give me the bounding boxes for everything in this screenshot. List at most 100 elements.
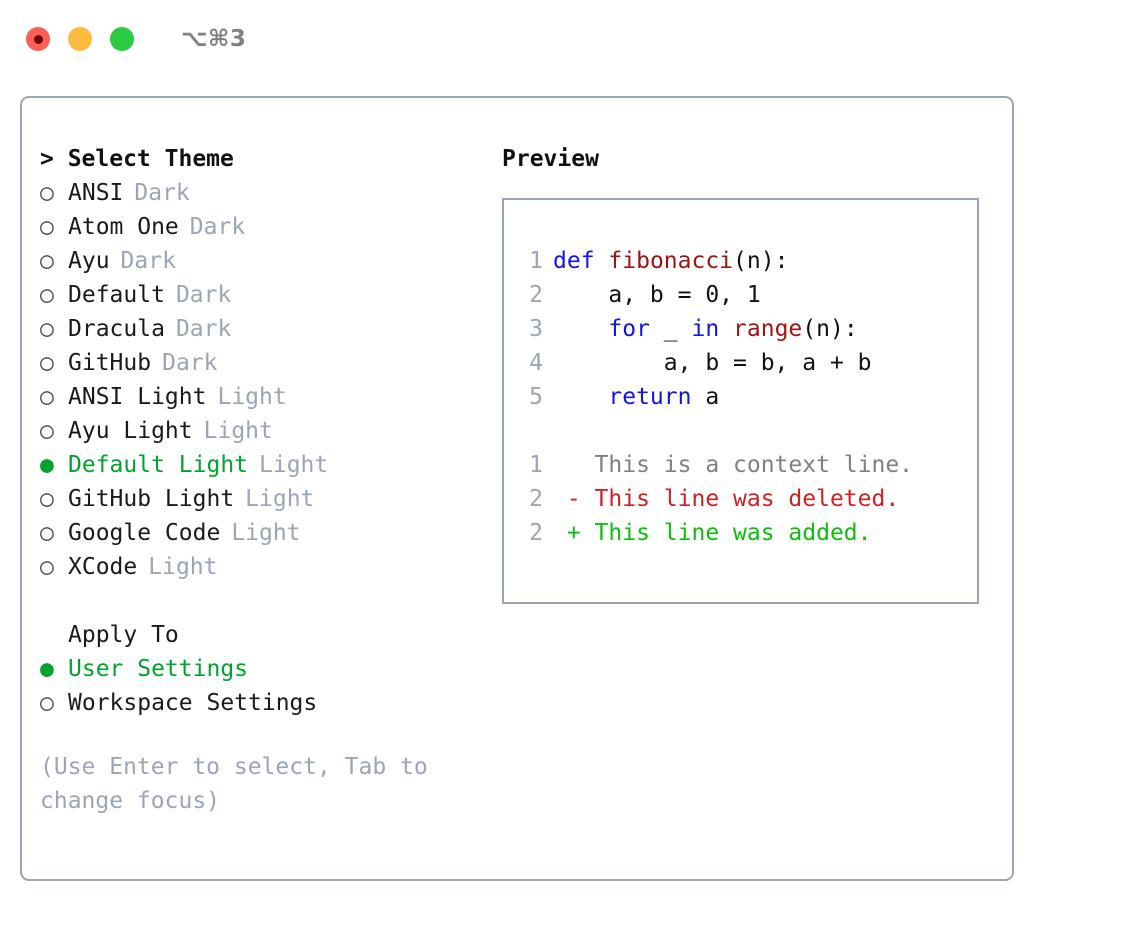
theme-option-kind: Light (148, 554, 218, 580)
theme-option-label: XCode (68, 554, 138, 580)
code-line: 2 a, b = 0, 1 (504, 278, 977, 312)
code-token: a (691, 384, 720, 410)
keyboard-hint: (Use Enter to select, Tab to change focu… (40, 754, 442, 814)
minimize-button[interactable] (68, 27, 92, 51)
line-number: 3 (529, 316, 543, 342)
radio-unselected-icon: ○ (40, 384, 54, 410)
radio-unselected-icon: ○ (40, 520, 54, 546)
apply-to-option-label: Workspace Settings (68, 690, 318, 716)
theme-option-kind: Dark (175, 282, 232, 308)
select-theme-header: > Select Theme (40, 146, 234, 172)
code-token: a, b = b, a + b (553, 350, 872, 376)
radio-unselected-icon: ○ (40, 180, 54, 206)
theme-option-kind: Dark (175, 316, 232, 342)
list-spacer (40, 584, 480, 618)
code-token (719, 312, 733, 346)
radio-unselected-icon: ○ (40, 350, 54, 376)
diff-line: 1 This is a context line. (504, 448, 977, 482)
theme-option-label: Google Code (68, 520, 221, 546)
code-token: def (553, 248, 595, 274)
code-token: (n): (733, 248, 789, 274)
traffic-lights (26, 27, 134, 51)
line-number: 2 (529, 520, 543, 546)
theme-option-kind: Light (217, 384, 287, 410)
radio-unselected-icon: ○ (40, 248, 54, 274)
theme-option-label: Ayu Light (68, 418, 193, 444)
line-number: 2 (529, 486, 543, 512)
theme-option-kind: Dark (189, 214, 246, 240)
theme-option-label: Ayu (68, 248, 110, 274)
apply-to-header: Apply To (68, 622, 179, 648)
close-button-core (33, 34, 43, 44)
radio-unselected-icon: ○ (40, 214, 54, 240)
code-line: 4 a, b = b, a + b (504, 346, 977, 380)
theme-option-label: Default (68, 282, 165, 308)
theme-option-kind: Dark (162, 350, 218, 376)
code-token: + This line was added. (553, 520, 872, 546)
diff-sample: 1 This is a context line. 2 - This line w… (504, 448, 977, 550)
theme-option-dracula[interactable]: ○ Dracula Dark (40, 312, 480, 346)
hint-spacer (40, 720, 480, 750)
code-token: range (733, 316, 803, 342)
theme-option-default[interactable]: ○ Default Dark (40, 278, 480, 312)
line-number: 2 (529, 282, 543, 308)
radio-selected-icon: ● (40, 656, 54, 682)
code-token: in (691, 316, 720, 342)
theme-option-xcode[interactable]: ○ XCode Light (40, 550, 480, 584)
code-token: for (608, 316, 650, 342)
radio-unselected-icon: ○ (40, 486, 54, 512)
theme-option-kind: Light (203, 418, 273, 444)
theme-option-kind: Dark (134, 180, 190, 206)
theme-option-kind: Dark (120, 248, 176, 274)
line-number: 5 (529, 384, 543, 410)
apply-to-option-user-settings[interactable]: ● User Settings (40, 652, 480, 686)
radio-unselected-icon: ○ (40, 554, 54, 580)
theme-option-label: ANSI Light (68, 384, 207, 410)
code-line: 5 return a (504, 380, 977, 414)
radio-unselected-icon: ○ (40, 316, 54, 342)
preview-title: Preview (502, 146, 599, 172)
theme-option-label: Dracula (68, 316, 165, 342)
line-number: 4 (529, 350, 543, 376)
code-token: fibonacci (608, 248, 734, 274)
theme-option-label: Atom One (68, 214, 179, 240)
radio-unselected-icon: ○ (40, 418, 54, 444)
radio-unselected-icon: ○ (40, 690, 54, 716)
theme-option-ayu-light[interactable]: ○ Ayu Light Light (40, 414, 480, 448)
apply-to-list[interactable]: ● User Settings ○ Workspace Settings (40, 652, 480, 720)
code-token (595, 244, 609, 278)
theme-option-kind: Light (245, 486, 315, 512)
apply-to-option-label: User Settings (68, 656, 249, 682)
radio-unselected-icon: ○ (40, 282, 54, 308)
maximize-button[interactable] (110, 27, 134, 51)
code-line: 3 for _ in range(n): (504, 312, 977, 346)
code-token: return (608, 384, 692, 410)
radio-selected-icon: ● (40, 452, 54, 478)
code-token: a, b = 0, 1 (553, 282, 761, 308)
code-token (553, 380, 608, 414)
close-button[interactable] (26, 27, 50, 51)
code-token: This is a context line. (553, 452, 914, 478)
theme-option-kind: Light (259, 452, 329, 478)
theme-option-ayu[interactable]: ○ Ayu Dark (40, 244, 480, 278)
theme-option-atom-one[interactable]: ○ Atom One Dark (40, 210, 480, 244)
code-token (553, 312, 608, 346)
code-token: (n): (802, 316, 858, 342)
apply-to-option-workspace-settings[interactable]: ○ Workspace Settings (40, 686, 480, 720)
code-token: - This line was deleted. (553, 486, 900, 512)
theme-option-ansi-light[interactable]: ○ ANSI Light Light (40, 380, 480, 414)
